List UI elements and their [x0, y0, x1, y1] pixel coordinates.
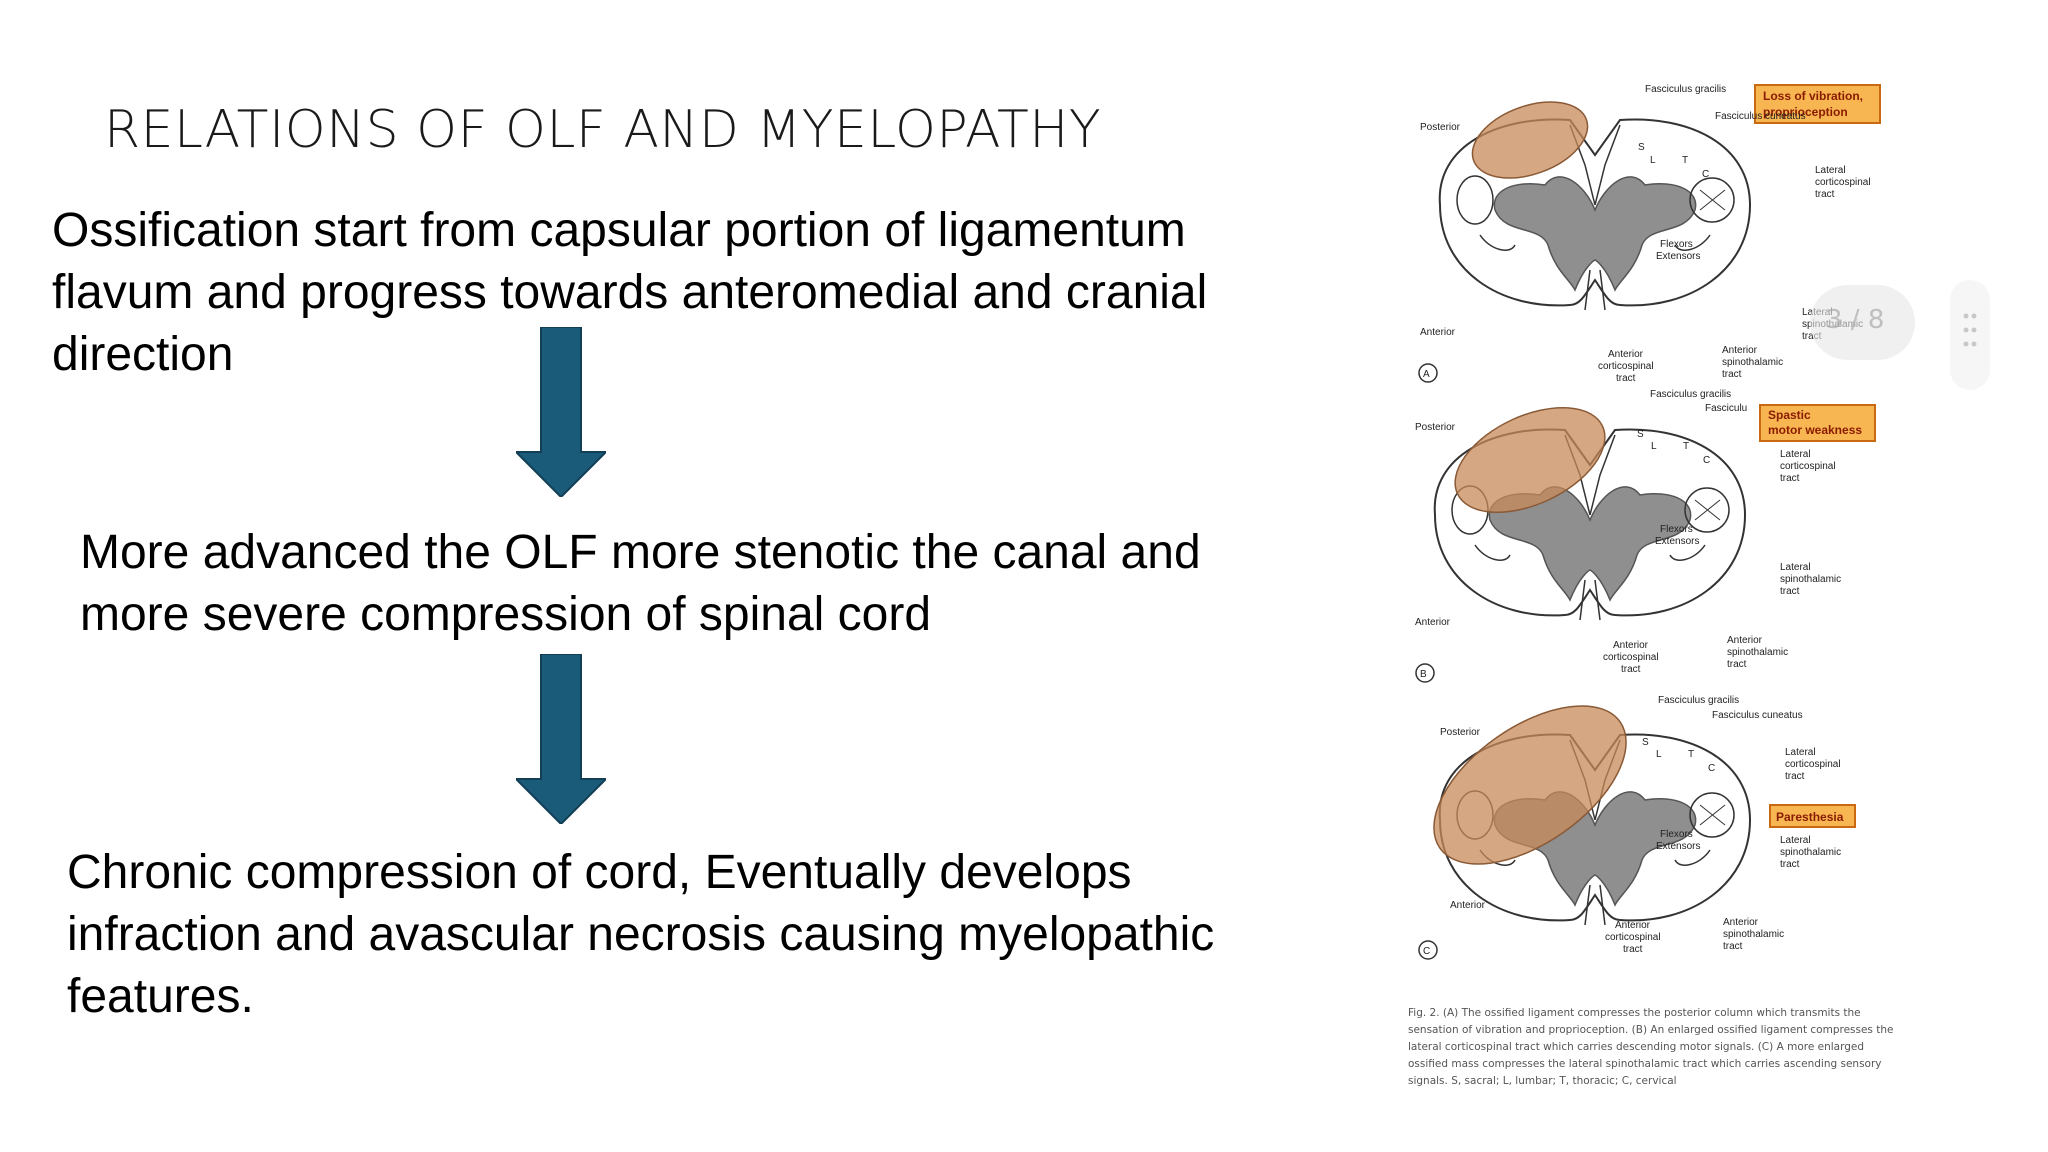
label-c: C	[1702, 169, 1709, 180]
label-lateral-cst-3: tract	[1785, 771, 1805, 782]
panel-c-label: C	[1423, 946, 1430, 957]
label-extensors: Extensors	[1656, 251, 1700, 262]
label-lateral-stt-3: tract	[1780, 586, 1800, 597]
paragraph-ossification-start: Ossification start from capsular portion…	[52, 204, 1208, 381]
label-anterior-stt-3: tract	[1723, 941, 1743, 952]
label-anterior-cst-2: corticospinal	[1598, 361, 1654, 372]
label-lateral-stt-2: spinothalamic	[1780, 847, 1841, 858]
label-anterior-cst-2: corticospinal	[1605, 932, 1661, 943]
label-anterior-stt-2: spinothalamic	[1723, 929, 1784, 940]
label-fasciculus-gracilis: Fasciculus gracilis	[1645, 84, 1726, 95]
label-anterior: Anterior	[1420, 327, 1456, 338]
down-arrow-icon	[516, 654, 606, 824]
callout-b-line2: motor weakness	[1768, 423, 1862, 437]
spinal-cord-figure: Loss of vibration, proprioception Poster…	[1415, 84, 1881, 960]
callout-c-line1: Paresthesia	[1776, 810, 1844, 824]
paragraph-stenosis: More advanced the OLF more stenotic the …	[80, 526, 1201, 641]
label-c: C	[1708, 763, 1715, 774]
label-lateral-cst: Lateral	[1815, 165, 1846, 176]
label-lateral-cst-2: corticospinal	[1785, 759, 1841, 770]
label-s: S	[1637, 429, 1644, 440]
label-flexors: Flexors	[1660, 239, 1693, 250]
label-lateral-cst: Lateral	[1785, 747, 1816, 758]
label-c: C	[1703, 455, 1710, 466]
label-anterior-cst-2: corticospinal	[1603, 652, 1659, 663]
down-arrow-icon	[516, 327, 606, 497]
label-fasciculus-gracilis: Fasciculus gracilis	[1658, 695, 1739, 706]
label-l: L	[1651, 441, 1657, 452]
callout-b	[1759, 404, 1876, 442]
label-anterior: Anterior	[1415, 617, 1451, 628]
label-s: S	[1638, 142, 1645, 153]
label-anterior-cst: Anterior	[1615, 920, 1651, 931]
label-fasciculus-gracilis: Fasciculus gracilis	[1650, 389, 1731, 400]
label-lateral-stt-2: spinothalamic	[1780, 574, 1841, 585]
callout-a-line2: proprioception	[1763, 105, 1848, 119]
label-anterior-stt-3: tract	[1722, 369, 1742, 380]
panel-b: Spastic motor weakness Posterior Fascicu…	[1415, 389, 1876, 683]
label-flexors: Flexors	[1660, 524, 1693, 535]
label-lateral-stt-3: tract	[1780, 859, 1800, 870]
label-anterior-stt: Anterior	[1723, 917, 1759, 928]
label-anterior-cst-3: tract	[1623, 944, 1643, 955]
label-anterior-cst: Anterior	[1608, 349, 1644, 360]
callout-c	[1769, 804, 1856, 828]
label-anterior-stt-2: spinothalamic	[1722, 357, 1783, 368]
panel-a: Loss of vibration, proprioception Poster…	[1418, 84, 1881, 384]
paragraph-chronic-compression: Chronic compression of cord, Eventually …	[67, 846, 1215, 1023]
label-anterior-cst-3: tract	[1616, 373, 1636, 384]
label-s: S	[1642, 737, 1649, 748]
callout-b-line1: Spastic	[1768, 408, 1811, 422]
figure-caption: Fig. 2. (A) The ossified ligament compre…	[1408, 1007, 1894, 1087]
label-posterior: Posterior	[1440, 727, 1481, 738]
label-l: L	[1650, 155, 1656, 166]
label-lateral-cst-2: corticospinal	[1780, 461, 1836, 472]
slide-title: RELATIONS OF OLF AND MYELOPATHY	[104, 100, 1102, 160]
page-indicator-pill[interactable]	[1810, 285, 1915, 360]
panel-a-label: A	[1423, 369, 1430, 380]
label-extensors: Extensors	[1655, 536, 1699, 547]
label-fasciculus-cuneatus: Fasciculus cuneatus	[1715, 111, 1806, 122]
label-t: T	[1688, 749, 1694, 760]
label-posterior: Posterior	[1420, 122, 1461, 133]
label-flexors: Flexors	[1660, 829, 1693, 840]
panel-c: Paresthesia Posterior Fasciculus gracili…	[1418, 695, 1856, 960]
label-anterior-cst-3: tract	[1621, 664, 1641, 675]
label-anterior: Anterior	[1450, 900, 1486, 911]
label-posterior: Posterior	[1415, 422, 1456, 433]
label-anterior-stt: Anterior	[1727, 635, 1763, 646]
label-anterior-cst: Anterior	[1613, 640, 1649, 651]
panel-b-label: B	[1420, 669, 1427, 680]
grip-dots-icon	[1963, 313, 1977, 347]
label-anterior-stt-2: spinothalamic	[1727, 647, 1788, 658]
label-anterior-stt-3: tract	[1727, 659, 1747, 670]
label-lateral-stt: Lateral	[1780, 562, 1811, 573]
drag-handle[interactable]	[1950, 280, 1990, 390]
label-lateral-cst-3: tract	[1815, 189, 1835, 200]
label-lateral-stt: Lateral	[1780, 835, 1811, 846]
label-anterior-stt: Anterior	[1722, 345, 1758, 356]
label-fasciculus: Fasciculu	[1705, 403, 1747, 414]
label-extensors: Extensors	[1656, 841, 1700, 852]
label-t: T	[1682, 155, 1688, 166]
page-indicator: 3 / 8	[1826, 305, 1885, 335]
label-l: L	[1656, 749, 1662, 760]
label-lateral-cst-2: corticospinal	[1815, 177, 1871, 188]
label-lateral-cst-3: tract	[1780, 473, 1800, 484]
label-t: T	[1683, 441, 1689, 452]
label-lateral-cst: Lateral	[1780, 449, 1811, 460]
callout-a-line1: Loss of vibration,	[1763, 89, 1863, 103]
callout-a	[1754, 84, 1881, 124]
label-fasciculus-cuneatus: Fasciculus cuneatus	[1712, 710, 1803, 721]
